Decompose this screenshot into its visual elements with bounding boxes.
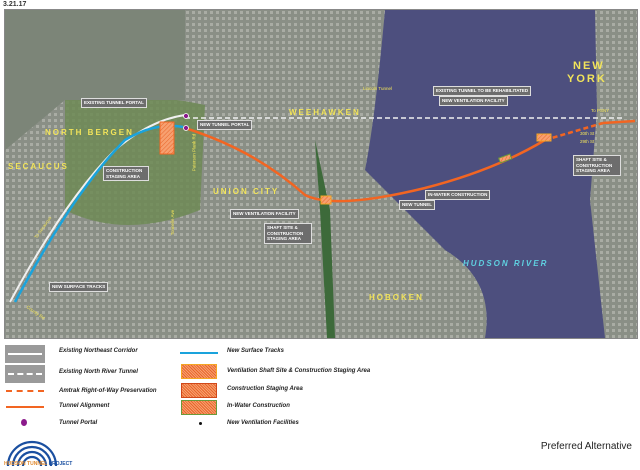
legend-label: Existing North River Tunnel [59,369,138,375]
legend-swatch-shaft [181,364,217,379]
callout-in-water: In-Water Construction [425,190,491,200]
callout-surface-tracks: New Surface Tracks [49,282,109,292]
logo-text-a: HUDSON TUNNEL [4,461,48,467]
hudson-tunnel-logo [6,440,58,467]
legend-swatch-staging [181,383,217,398]
new-surface-tracks [13,124,184,303]
callout-shaft-ny: Shaft Site & Construction Staging Area [573,155,621,176]
legend-label: Tunnel Portal [59,420,98,426]
palisades [315,140,335,338]
legend-swatch-tunnel [6,406,44,408]
label-paterson-plank: Paterson Plank Rd [191,133,197,172]
callout-shaft-nj: Shaft Site & Construction Staging Area [264,223,312,244]
legend-swatch-north-river [5,365,45,383]
legend-label: New Ventilation Facilities [227,420,299,426]
logo-text: HUDSON TUNNEL PROJECT [4,461,72,467]
callout-vent-nj: New Ventilation Facility [230,209,299,219]
in-water-site [498,153,513,164]
legend-label: In-Water Construction [227,403,290,409]
label-weehawken: WEEHAWKEN [289,108,361,117]
tunnel-alignment-ny [602,119,636,125]
tunnel-portal-new [183,125,189,131]
logo-text-b: PROJECT [47,461,73,467]
callout-rehab: Existing Tunnel to be Rehabilitated [433,86,532,96]
label-30th-st: 30th St [580,131,595,136]
callout-staging-nj: Construction Staging Area [103,166,149,181]
legend-label: Existing Northeast Corridor [59,348,138,354]
shaft-site-nj [320,195,332,205]
callout-new-tunnel: New Tunnel [399,200,435,210]
legend-swatch-vent [199,422,202,425]
legend-swatch-row [6,390,44,392]
shaft-site-ny [536,133,552,142]
label-new: NEW [573,60,605,72]
legend-label: Construction Staging Area [227,386,303,392]
label-union-city: UNION CITY [213,187,280,196]
callout-new-portal: New Tunnel Portal [197,120,253,130]
label-hoboken: HOBOKEN [369,293,424,302]
map: NORTH BERGEN SECAUCUS WEEHAWKEN UNION CI… [4,9,638,339]
tunnel-portal-existing [183,113,189,119]
label-tonnelle-ave: Tonnelle Ave [170,209,176,236]
row-preservation [544,121,604,142]
label-hudson-river: HUDSON RIVER [463,259,549,268]
label-secaucus: SECAUCUS [8,162,69,171]
tunnel-alignment [184,126,546,203]
legend-label: Amtrak Right-of-Way Preservation [59,388,157,394]
legend-swatch-surface [180,352,218,354]
callout-vent-ny: New Ventilation Facility [439,96,508,106]
west-land [5,10,185,150]
date-label: 3.21.17 [3,1,27,8]
label-north-bergen: NORTH BERGEN [45,128,134,137]
map-graphics [5,10,637,338]
callout-existing-portal: Existing Tunnel Portal [81,98,147,108]
legend-label: Tunnel Alignment [59,403,110,409]
legend-swatch-corridor [5,345,45,363]
label-york: YORK [567,73,607,85]
label-29th-st: 29th St [580,139,595,144]
map-title: Preferred Alternative [540,441,632,452]
legend-swatch-in-water [181,400,217,415]
hudson-river [365,10,605,338]
staging-area-nj [159,121,175,155]
label-lincoln-tunnel: Lincoln Tunnel [363,86,393,91]
label-to-psny: To PSNY [591,108,610,113]
legend-swatch-portal [21,419,27,426]
legend-label: New Surface Tracks [227,348,284,354]
legend-label: Ventilation Shaft Site & Construction St… [227,368,371,374]
